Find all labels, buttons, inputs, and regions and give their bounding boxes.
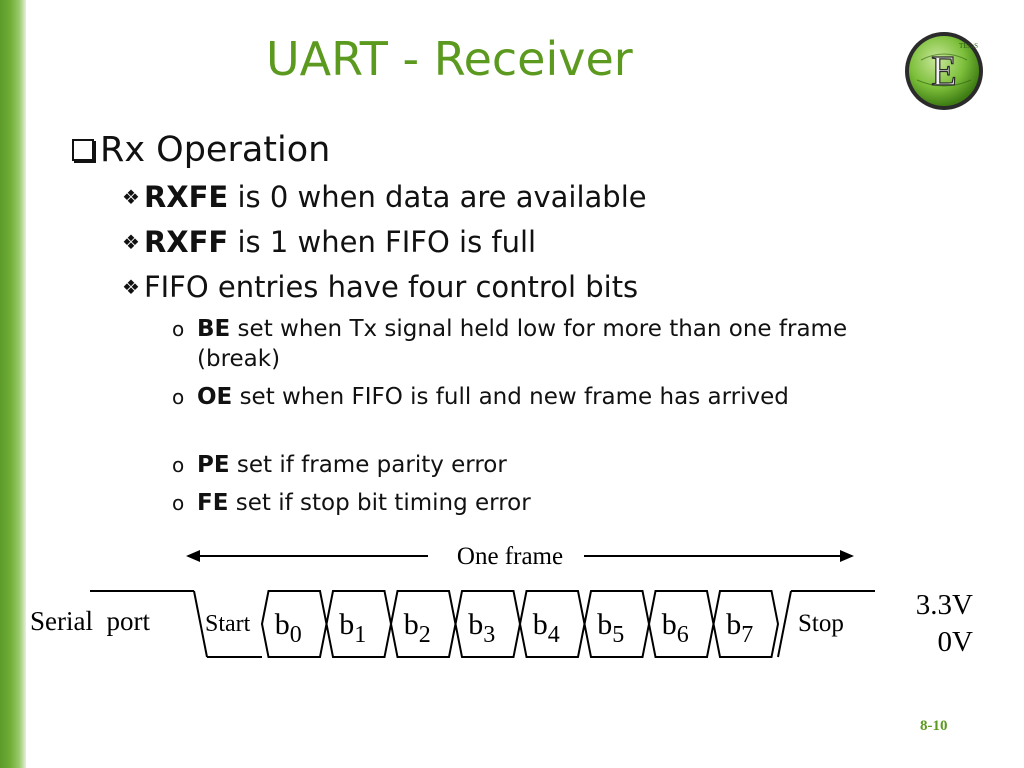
left-accent-bar <box>0 0 26 768</box>
bullet-rxfe: ❖RXFE is 0 when data are available <box>122 180 647 214</box>
bit-label: b5 <box>597 608 624 648</box>
bullet-fifo-entries: ❖FIFO entries have four control bits <box>122 270 638 304</box>
oe-text: set when FIFO is full and new frame has … <box>232 384 789 410</box>
serial-waveform <box>90 590 875 658</box>
oe-label: OE <box>197 384 233 410</box>
bit-label: b0 <box>275 608 302 648</box>
be-label: BE <box>197 316 231 342</box>
circle-bullet-icon: o <box>172 385 185 409</box>
sub-bullet-oe: o OE set when FIFO is full and new frame… <box>172 382 932 412</box>
slide-title: UART - Receiver <box>266 32 633 86</box>
logo-letter: E <box>931 49 957 95</box>
pe-text: set if frame parity error <box>229 452 507 478</box>
page-number: 8-10 <box>920 718 948 734</box>
fifo-text: FIFO entries have four control bits <box>143 270 639 304</box>
bit-label: b2 <box>404 608 431 648</box>
diamond-bullet-icon: ❖ <box>122 230 140 254</box>
sub-bullet-fe: o FE set if stop bit timing error <box>172 488 932 518</box>
diamond-bullet-icon: ❖ <box>122 185 140 209</box>
rxfe-text: is 0 when data are available <box>228 180 647 214</box>
bullet-rx-operation-text: Rx Operation <box>100 130 331 170</box>
frame-label: One frame <box>457 543 563 570</box>
bullet-rx-operation: Rx Operation <box>72 130 330 170</box>
pe-label: PE <box>197 452 230 478</box>
bullet-rxff: ❖RXFF is 1 when FIFO is full <box>122 225 536 259</box>
texas-logo-icon: TExaS E <box>905 32 983 110</box>
uart-frame-diagram: One frame Serial port Start Stop 3.3V 0V… <box>30 543 974 658</box>
sub-bullet-pe: o PE set if frame parity error <box>172 450 932 480</box>
circle-bullet-icon: o <box>172 491 185 515</box>
be-text: set when Tx signal held low for more tha… <box>197 316 848 372</box>
square-bullet-icon <box>72 139 94 161</box>
logo-small-text: TExaS <box>959 42 978 50</box>
sub-bullet-be: o BE set when Tx signal held low for mor… <box>172 314 932 374</box>
rxff-label: RXFF <box>143 225 229 259</box>
low-voltage-label: 0V <box>938 626 974 658</box>
bit-cell <box>712 590 780 658</box>
stop-label: Stop <box>798 610 844 637</box>
diamond-bullet-icon: ❖ <box>122 275 140 299</box>
circle-bullet-icon: o <box>172 453 185 477</box>
bit-label: b1 <box>339 608 366 648</box>
circle-bullet-icon: o <box>172 317 185 341</box>
start-label: Start <box>205 611 251 637</box>
serial-port-label: Serial port <box>30 606 150 636</box>
fe-label: FE <box>197 490 229 516</box>
bit-label: b7 <box>726 608 753 648</box>
bit-label: b6 <box>662 608 689 648</box>
frame-arrow-right-head <box>840 550 854 562</box>
high-voltage-label: 3.3V <box>916 589 973 621</box>
bit-label: b4 <box>533 608 560 648</box>
rxff-text: is 1 when FIFO is full <box>228 225 537 259</box>
bit-label: b3 <box>468 608 495 648</box>
frame-arrow-left-head <box>186 550 200 562</box>
fe-text: set if stop bit timing error <box>228 490 531 516</box>
rxfe-label: RXFE <box>143 180 229 214</box>
